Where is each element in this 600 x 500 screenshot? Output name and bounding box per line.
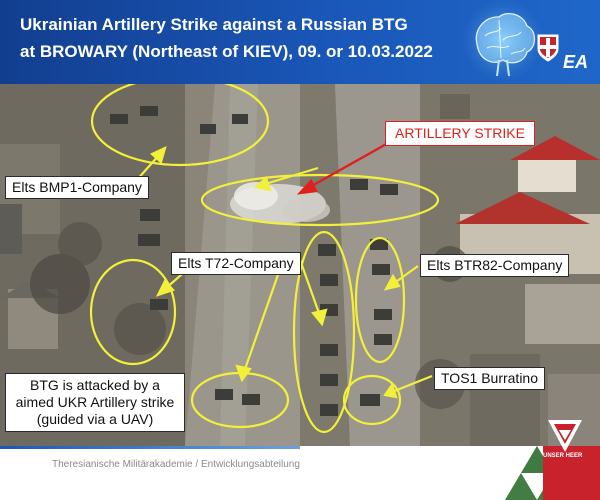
unser-heer-label: UNSER HEER [543,453,583,459]
callout-tos1: TOS1 Burratino [434,367,546,390]
triangle-pattern-decoration [505,446,600,500]
footer-accent-line [0,446,300,449]
annotation-arrows [134,145,433,399]
callout-bmp1-company: Elts BMP1-Company [5,176,149,199]
callout-btr82-company: Elts BTR82-Company [420,254,570,277]
crest-icon [537,34,559,62]
title-line-2: at BROWARY (Northeast of KIEV), 09. or 1… [20,42,433,61]
callout-t72-company: Elts T72-Company [171,252,301,275]
title-banner: Ukrainian Artillery Strike against a Rus… [0,0,600,84]
callout-artillery-strike: ARTILLERY STRIKE [385,121,535,146]
footer [0,446,600,500]
callout-btg-attacked: BTG is attacked by a aimed UKR Artillery… [5,373,185,432]
unser-heer-emblem [548,420,582,452]
ea-logo: EA [563,52,589,72]
footer-institution: Theresianische Militärakademie / Entwick… [52,459,300,470]
annotation-ellipses [89,84,440,434]
title-line-1: Ukrainian Artillery Strike against a Rus… [20,15,408,34]
strike-arrow [296,140,391,195]
brain-icon [463,0,543,80]
